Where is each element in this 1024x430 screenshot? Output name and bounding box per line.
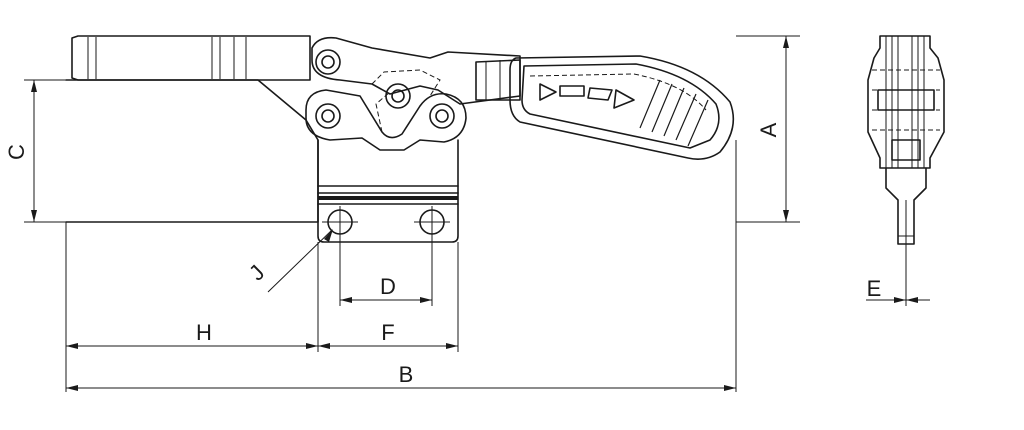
dimension-label-a: A bbox=[756, 122, 781, 137]
dimension-label-d: D bbox=[380, 274, 396, 299]
dimension-label-h: H bbox=[196, 320, 212, 345]
mounting-holes bbox=[322, 206, 450, 238]
dimension-d: D bbox=[339, 236, 433, 306]
pivot-pin-lower-left bbox=[315, 103, 341, 129]
dimension-label-e: E bbox=[867, 276, 882, 301]
linkage bbox=[305, 36, 521, 151]
side-view bbox=[867, 35, 945, 248]
pivot-pin-upper-left bbox=[315, 49, 341, 75]
dimension-b: B bbox=[66, 140, 737, 392]
dimension-c: C bbox=[4, 79, 66, 223]
dimension-e: E bbox=[866, 248, 930, 306]
dimension-label-f: F bbox=[381, 320, 394, 345]
pivot-pin-right bbox=[429, 103, 455, 129]
clamp-body bbox=[65, 79, 459, 243]
dimensions: A C D J bbox=[4, 35, 930, 392]
dimension-j: J bbox=[244, 229, 333, 293]
dimension-label-b: B bbox=[399, 362, 414, 387]
plunger-bar bbox=[71, 35, 311, 81]
pivot-pin-center bbox=[385, 83, 411, 109]
dimension-h: H bbox=[65, 222, 319, 392]
handle-grip bbox=[475, 55, 735, 160]
front-view bbox=[65, 35, 735, 243]
dimension-label-c: C bbox=[4, 144, 29, 160]
dimension-a: A bbox=[736, 35, 800, 223]
dimension-label-j: J bbox=[244, 260, 269, 285]
dimension-f: F bbox=[318, 242, 459, 352]
